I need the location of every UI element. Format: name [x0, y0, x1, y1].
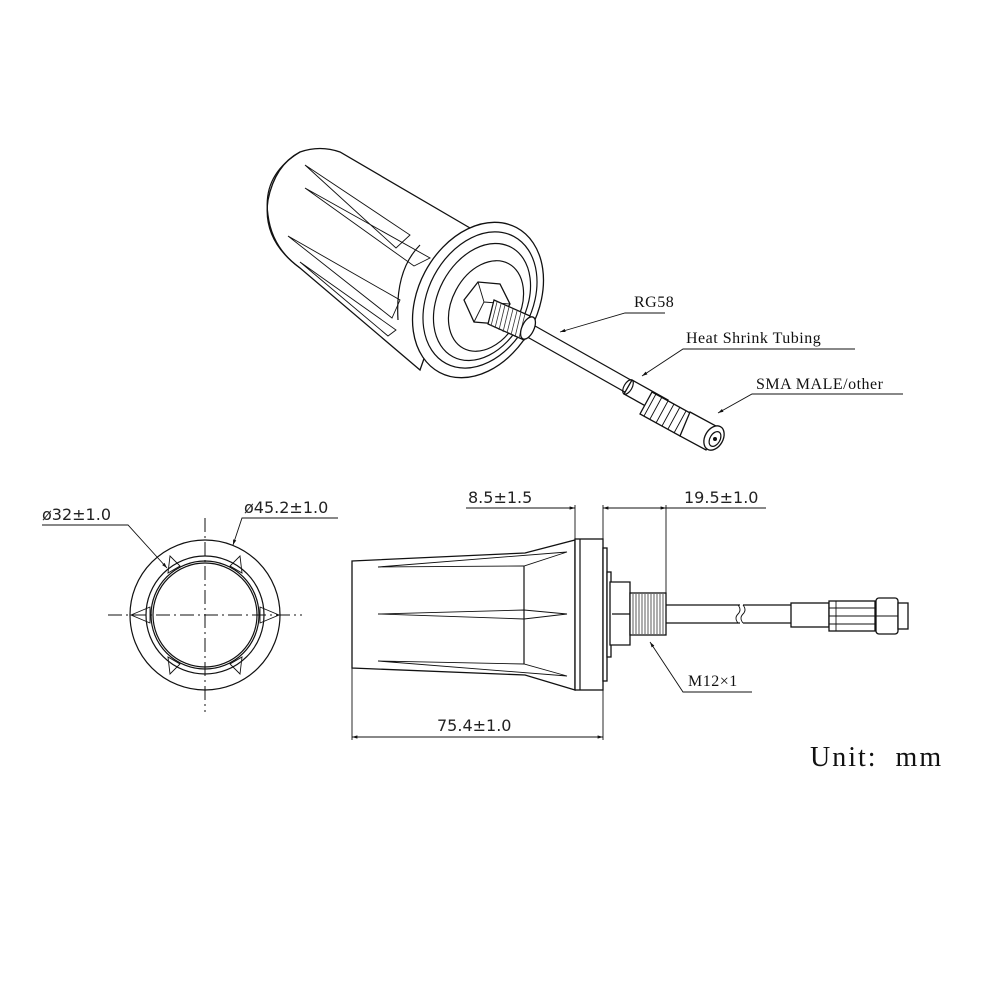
thread-lines — [632, 594, 664, 634]
dim-inner-diameter: ø32±1.0 — [42, 505, 168, 569]
iso-cable — [521, 321, 725, 451]
label-thread-length: 19.5±1.0 — [684, 488, 758, 507]
isometric-view: RG58 Heat Shrink Tubing SMA MALE/other — [266, 147, 903, 451]
label-outer-diameter: ø45.2±1.0 — [244, 498, 328, 517]
dim-thread-length: 19.5±1.0 — [633, 488, 766, 593]
unit-note: Unit: mm — [810, 742, 943, 773]
callout-thread-spec: M12×1 — [649, 641, 752, 693]
label-thread-spec: M12×1 — [688, 673, 738, 690]
iso-antenna-body — [266, 147, 545, 379]
side-view-ribs — [377, 551, 568, 677]
label-heat-shrink-tubing: Heat Shrink Tubing — [686, 330, 821, 347]
callout-sma-male: SMA MALE/other — [717, 376, 903, 414]
label-flange-thickness: 8.5±1.5 — [468, 488, 532, 507]
label-body-length: 75.4±1.0 — [437, 716, 511, 735]
label-inner-diameter: ø32±1.0 — [42, 505, 111, 524]
callout-rg58: RG58 — [559, 294, 674, 333]
side-view: 8.5±1.5 19.5±1.0 75.4±1.0 M12×1 — [351, 488, 909, 740]
front-view-ribs — [129, 555, 281, 675]
front-view: ø32±1.0 ø45.2±1.0 — [42, 498, 338, 712]
label-sma-male-other: SMA MALE/other — [756, 376, 884, 393]
dim-flange-thickness: 8.5±1.5 — [466, 488, 633, 539]
dim-body-length: 75.4±1.0 — [351, 668, 604, 740]
label-rg58: RG58 — [634, 294, 674, 311]
callout-heat-shrink: Heat Shrink Tubing — [641, 330, 855, 377]
dim-outer-diameter: ø45.2±1.0 — [232, 498, 338, 546]
